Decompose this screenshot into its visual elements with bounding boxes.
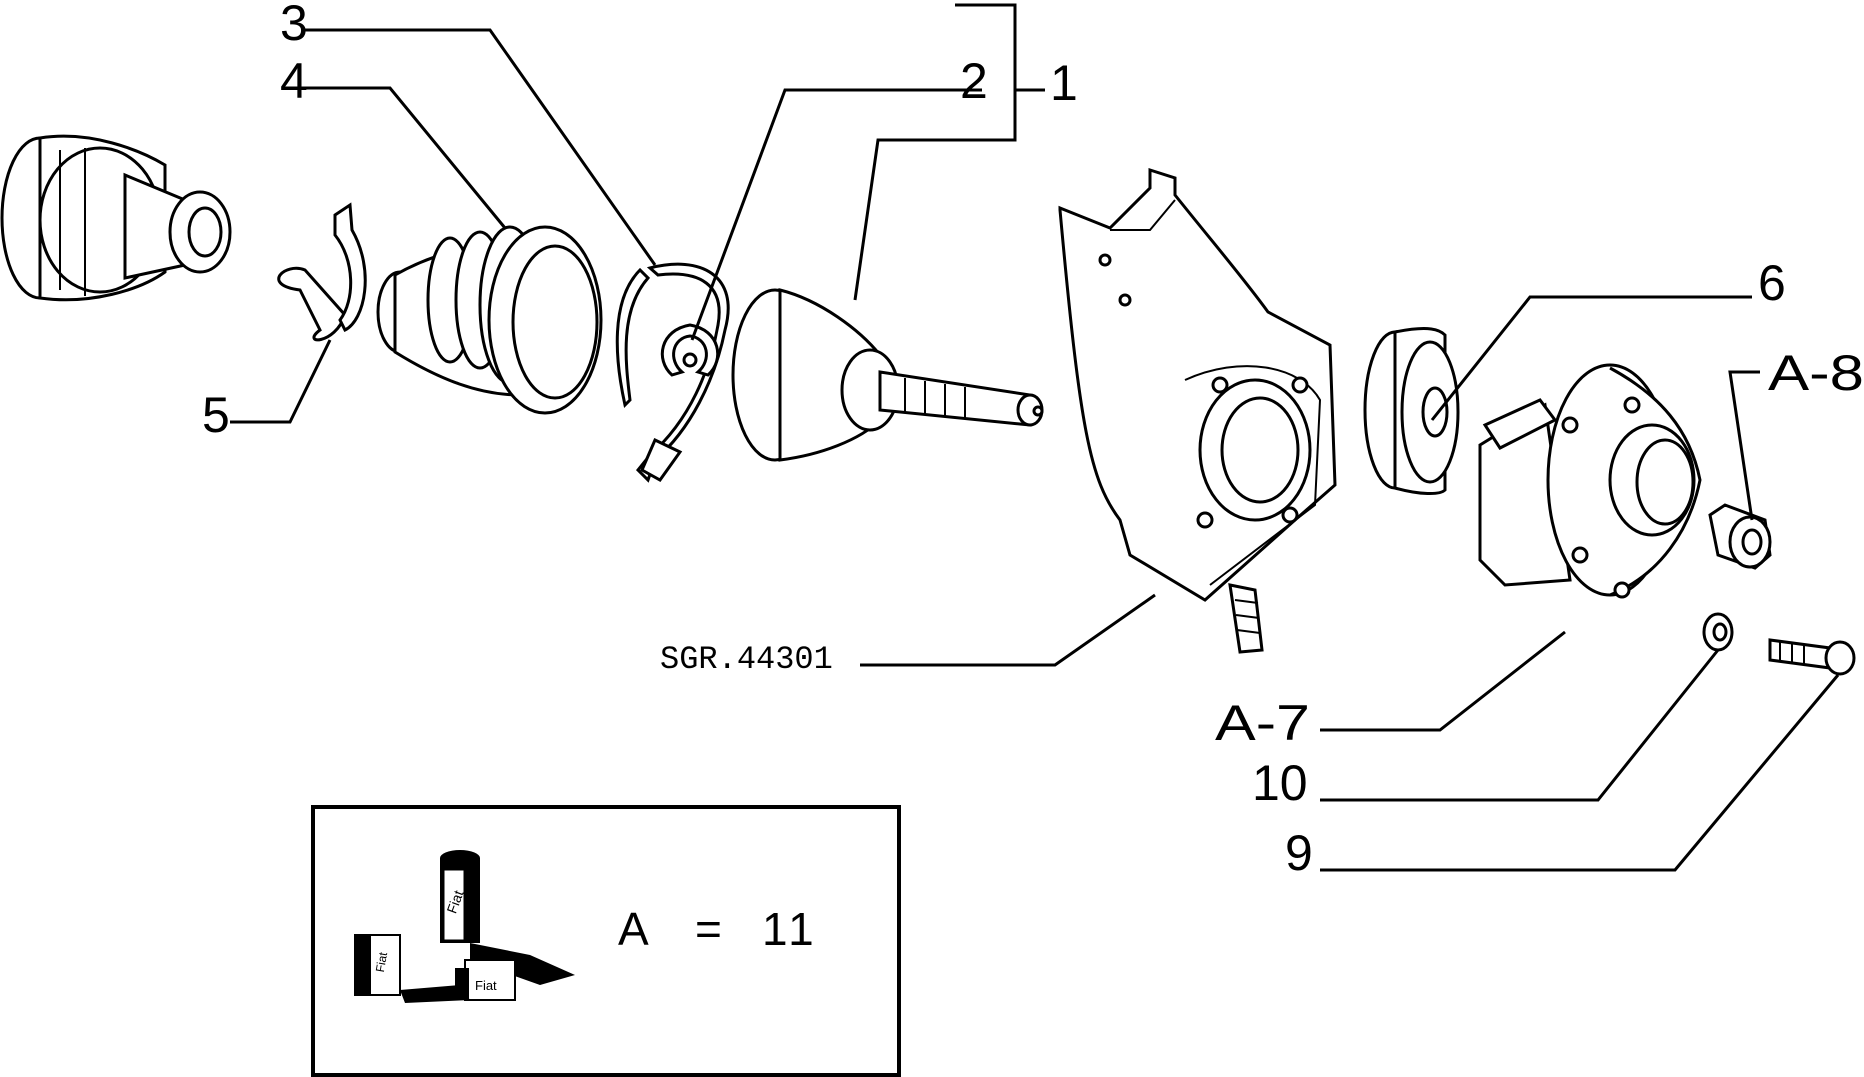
snap-clip-part	[277, 202, 367, 342]
boot-housing-part	[0, 134, 232, 302]
callout-labels: 1 2 3 4 5 6 A-8 A-7 10 9 SGR.44301	[202, 0, 1864, 881]
bellows-boot-part	[376, 225, 603, 415]
callout-a8: A-8	[1768, 345, 1864, 401]
leader-lines	[230, 3, 1840, 872]
reference-code: SGR.44301	[660, 641, 833, 678]
callout-4: 4	[280, 53, 308, 109]
callout-3: 3	[280, 0, 308, 51]
box-right-label: Fiat	[475, 978, 497, 993]
legend-equals: =	[695, 903, 726, 955]
sealant-tube-icon: Fiat Fiat Fiat	[354, 850, 575, 1003]
bolt-part	[1768, 638, 1856, 676]
callout-5: 5	[202, 387, 230, 443]
legend-value: 11	[762, 903, 818, 955]
steering-knuckle-part	[1058, 167, 1337, 654]
tube-label: Fiat	[443, 888, 466, 916]
callout-9: 9	[1285, 825, 1313, 881]
seal-part	[1363, 327, 1460, 495]
box-left-label: Fiat	[373, 950, 390, 973]
legend-letter: A	[618, 903, 653, 955]
hub-nut-part	[1708, 503, 1772, 570]
circlip-part	[660, 323, 720, 377]
callout-a7: A-7	[1215, 695, 1310, 751]
callout-10: 10	[1252, 755, 1308, 811]
callout-1: 1	[1050, 55, 1078, 111]
legend-box: Fiat Fiat Fiat A = 11	[311, 805, 901, 1077]
callout-2: 2	[960, 53, 988, 109]
washer-part	[1702, 612, 1734, 652]
cv-joint-part	[731, 288, 1044, 462]
callout-6: 6	[1758, 255, 1786, 311]
wheel-hub-part	[1478, 363, 1702, 599]
